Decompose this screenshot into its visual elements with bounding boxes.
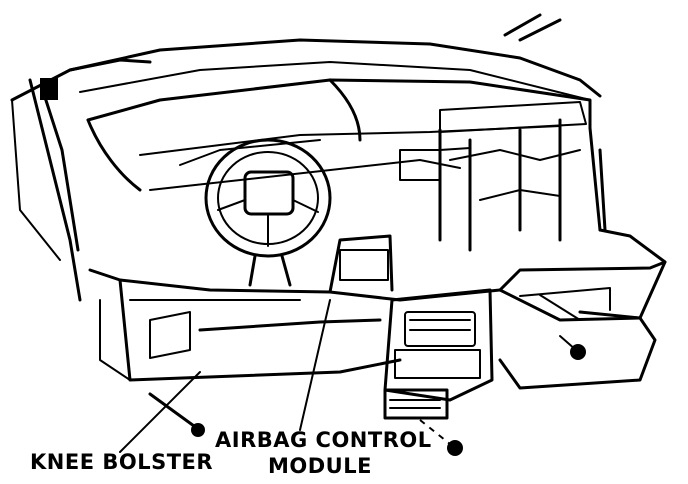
steering-wheel <box>204 138 332 287</box>
dash-top <box>86 78 592 192</box>
knee-bolster-panel <box>88 268 502 382</box>
right-brackets <box>438 118 667 320</box>
airbag-control-label: AIRBAG CONTROL <box>215 428 432 452</box>
airbag-module-leader <box>299 299 331 431</box>
windshield-cowl <box>68 13 602 101</box>
left-pillar <box>10 58 152 302</box>
module-label: MODULE <box>268 454 372 478</box>
glove-box <box>498 260 667 390</box>
knee-bolster-leader <box>119 371 201 453</box>
knee-bolster-label: KNEE BOLSTER <box>30 450 214 474</box>
leader-lines <box>119 299 331 453</box>
center-console <box>328 234 494 420</box>
fasteners <box>148 335 586 456</box>
